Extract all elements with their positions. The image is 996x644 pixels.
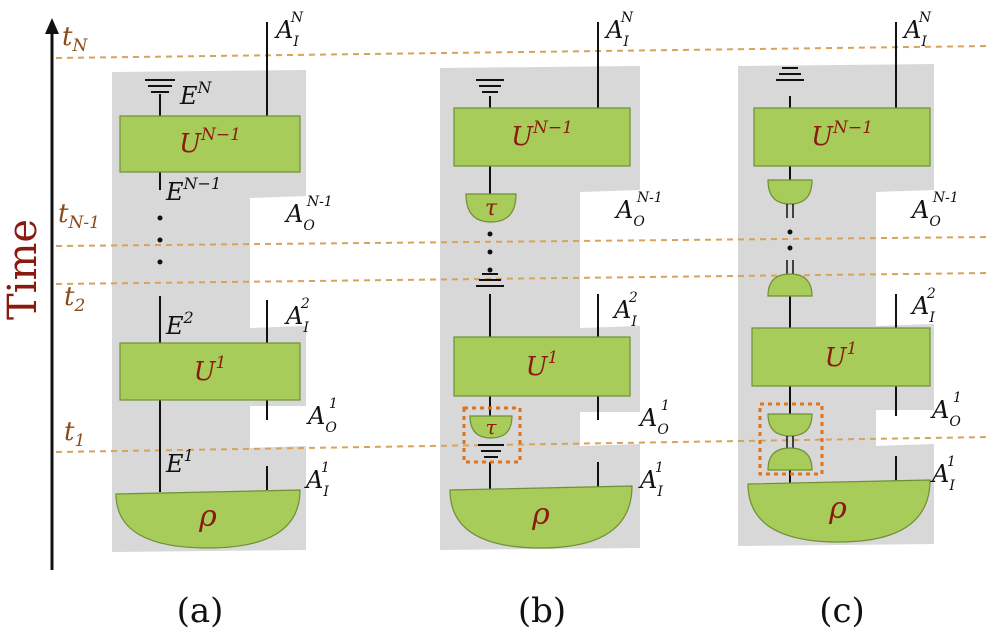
tick-t2: t2 [64, 282, 85, 316]
a-sys-label-I2: AI2 [284, 296, 310, 336]
a-sys-label-ON-1: AON-1 [284, 194, 333, 234]
caption-a: (a) [177, 591, 224, 631]
c-prep-upper [767, 273, 813, 297]
time-line-tN [55, 45, 991, 59]
b-effect-tau-upper-label: τ [485, 196, 498, 221]
b-unitary-bottom [453, 336, 631, 397]
a-sys-label-IN: AIN [274, 10, 304, 50]
panel-a: UN−1 U1 ρ EN EN−1 E2 E1 AIN AON-1 AI2 AO… [115, 10, 338, 631]
c-unitary-top [753, 107, 931, 167]
b-unitary-bottom-label: U1 [526, 348, 559, 382]
c-effect-lower [767, 413, 813, 437]
tick-tN-1: tN-1 [58, 199, 100, 233]
b-discard-icon-bottom [478, 444, 504, 458]
b-sys-label-I1: AI1 [638, 460, 664, 500]
b-sys-label-I2: AI2 [612, 290, 638, 330]
c-sys-label-O1: AO1 [930, 390, 962, 430]
c-state-label: ρ [828, 491, 847, 526]
b-effect-tau-lower-label: τ [485, 415, 497, 439]
c-unitary-bottom [751, 327, 931, 387]
a-dot-1 [157, 215, 163, 221]
a-discard-icon [145, 79, 175, 93]
b-sys-label-IN: AIN [604, 10, 634, 50]
b-effect-tau-upper [465, 193, 517, 223]
a-unitary-bottom-label: U1 [194, 353, 227, 387]
b-unitary-top-label: UN−1 [511, 118, 573, 152]
a-sys-label-I1: AI1 [304, 460, 330, 500]
c-sys-label-ON-1: AON-1 [910, 190, 959, 230]
b-discard-icon-top [476, 79, 504, 93]
b-state-rho [449, 485, 633, 549]
time-axis-arrowhead [45, 18, 59, 34]
c-prep-lower [767, 447, 813, 471]
tick-t1: t1 [64, 417, 85, 451]
a-env-label-1: E1 [165, 446, 194, 478]
a-unitary-top [119, 115, 301, 173]
a-state-rho [115, 489, 301, 549]
b-dot-2 [487, 249, 493, 255]
a-sys-label-O1: AO1 [306, 396, 338, 436]
caption-b: (b) [518, 591, 566, 631]
c-state-rho [747, 479, 931, 543]
b-highlight-box [462, 406, 522, 464]
b-dot-3 [487, 267, 493, 273]
c-unitary-top-label: UN−1 [811, 118, 873, 152]
tick-tN: tN [62, 22, 88, 56]
c-unitary-bottom-label: U1 [825, 339, 858, 373]
b-discard-icon-mid [476, 273, 504, 287]
c-sys-label-I1: AI1 [930, 454, 956, 494]
time-line-t1 [55, 436, 991, 453]
b-dot-1 [487, 231, 493, 237]
a-dot-3 [157, 259, 163, 265]
time-line-t2 [55, 272, 991, 285]
a-state-label: ρ [198, 499, 217, 534]
time-axis-label: Time [0, 219, 46, 320]
a-env-label-2: E2 [165, 308, 194, 340]
c-sys-label-IN: AIN [902, 10, 932, 50]
time-line-tN-1 [55, 236, 991, 247]
b-sys-label-O1: AO1 [638, 398, 670, 438]
a-env-label-N-1: EN−1 [165, 174, 221, 206]
c-dot-1 [787, 229, 793, 235]
panel-c: UN−1 U1 ρ AIN AON-1 AI2 AO1 AI1 (c) [747, 10, 962, 631]
b-sys-label-ON-1: AON-1 [614, 190, 663, 230]
a-unitary-top-label: UN−1 [179, 125, 241, 159]
c-effect-upper [767, 179, 813, 205]
b-effect-tau-lower [469, 415, 513, 439]
a-dot-2 [157, 237, 163, 243]
c-discard-icon-top [776, 67, 804, 81]
b-state-label: ρ [531, 497, 550, 532]
c-sys-label-I2: AI2 [910, 286, 936, 326]
panel-b: UN−1 τ U1 τ ρ AIN AON-1 AI2 AO1 [449, 10, 670, 631]
caption-c: (c) [819, 591, 865, 631]
b-unitary-top [453, 107, 631, 167]
a-unitary-bottom [119, 342, 301, 401]
c-highlight-box [758, 402, 824, 476]
a-env-label-N: EN [179, 78, 213, 110]
c-dot-2 [787, 245, 793, 251]
